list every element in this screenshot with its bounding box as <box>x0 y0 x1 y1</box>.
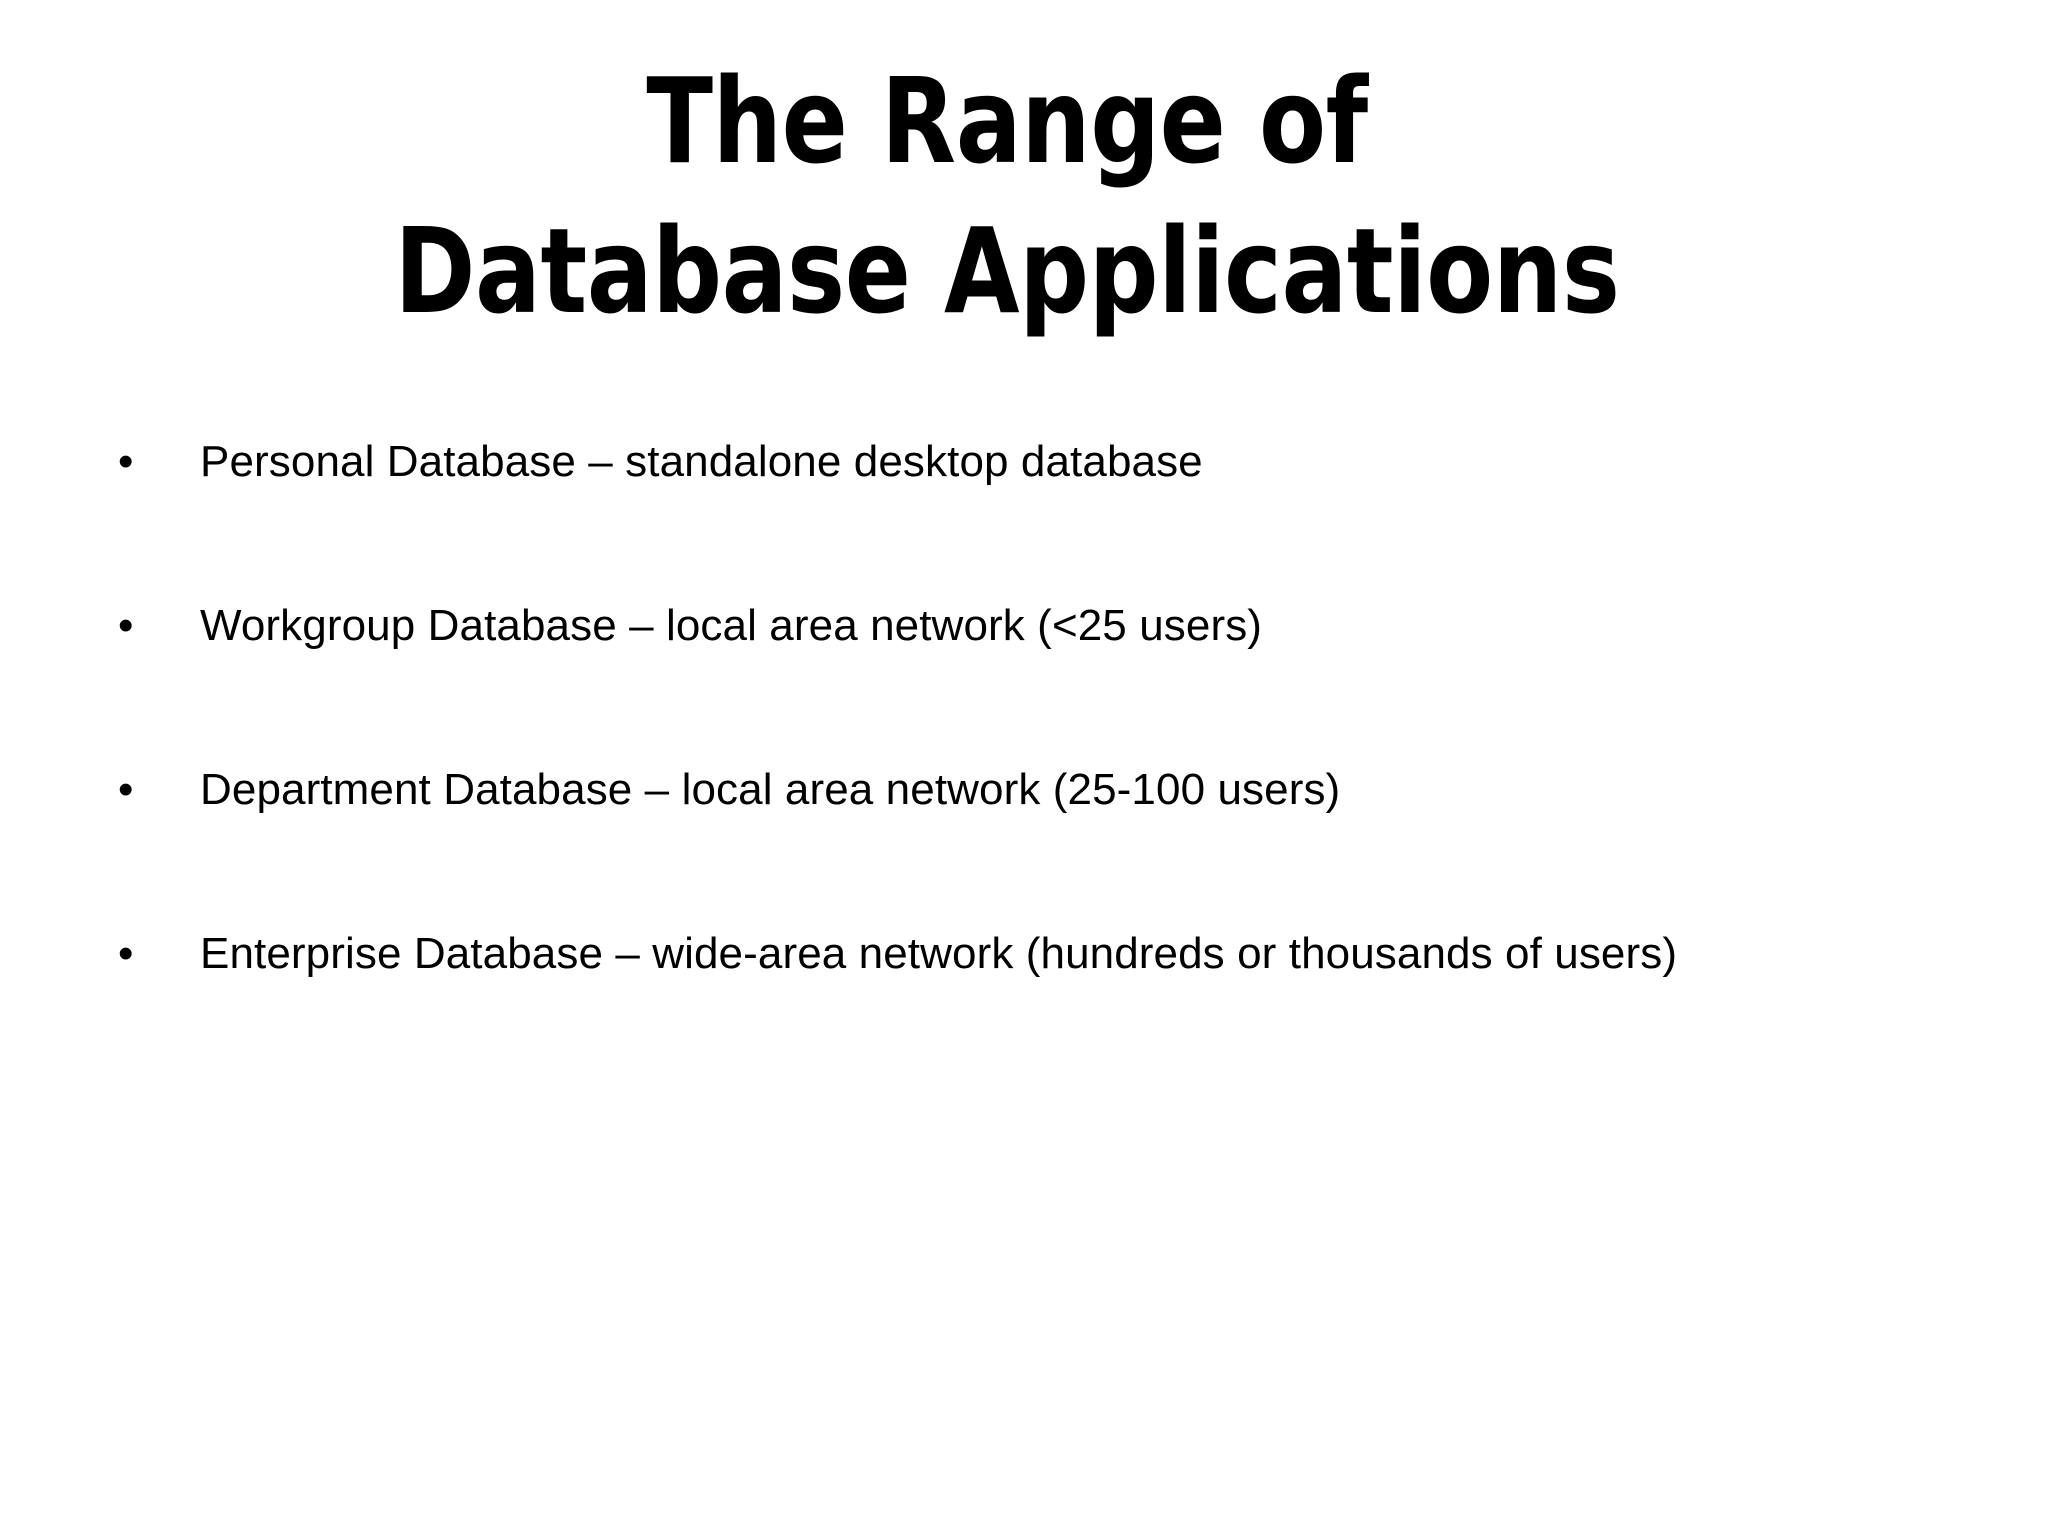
bullet-item-workgroup-database: Workgroup Database – local area network … <box>200 601 1263 650</box>
bullet-list: • Personal Database – standalone desktop… <box>0 430 2048 986</box>
bullet-item-enterprise-database: Enterprise Database – wide-area network … <box>200 929 1678 978</box>
list-item: • Personal Database – standalone desktop… <box>0 430 2048 494</box>
slide-title: The Range of Database Applications <box>0 46 2014 346</box>
list-item: • Workgroup Database – local area networ… <box>0 594 2048 658</box>
list-item: • Enterprise Database – wide-area networ… <box>0 922 2048 986</box>
bullet-item-personal-database: Personal Database – standalone desktop d… <box>200 437 1203 486</box>
bullet-item-department-database: Department Database – local area network… <box>200 765 1341 814</box>
bullet-point-icon: • <box>118 437 134 486</box>
title-line-2: Database Applications <box>394 202 1620 340</box>
bullet-point-icon: • <box>118 765 134 814</box>
list-item: • Department Database – local area netwo… <box>0 758 2048 822</box>
bullet-point-icon: • <box>118 929 134 978</box>
title-line-1: The Range of <box>646 52 1368 190</box>
bullet-point-icon: • <box>118 601 134 650</box>
